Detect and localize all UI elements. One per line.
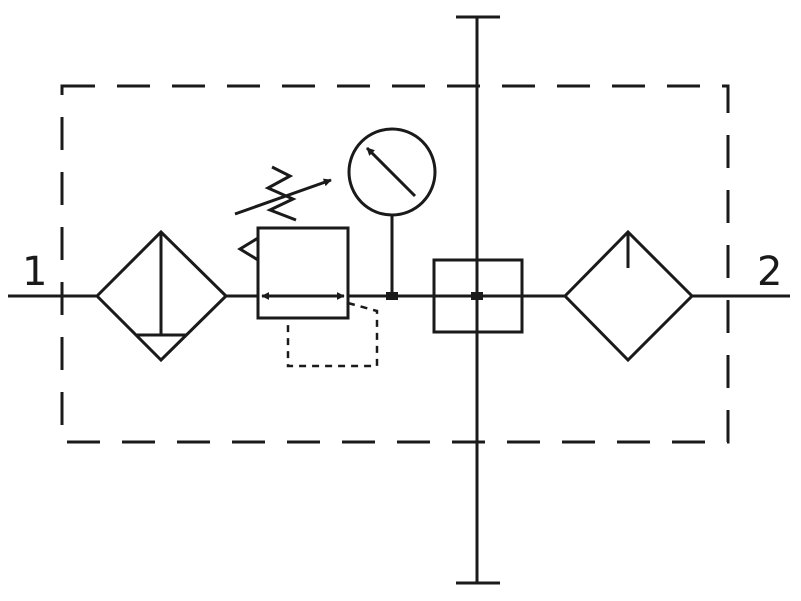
adjust-arrow-icon: [234, 178, 332, 216]
lubricator-symbol: [562, 229, 695, 363]
spring-icon: [264, 165, 297, 222]
junction-dot: [471, 292, 483, 300]
mounting-block-symbol: [432, 258, 524, 334]
filter-symbol: [94, 229, 229, 363]
inlet-port-label: 1: [22, 249, 47, 295]
gauge-needle-icon: [365, 146, 417, 198]
outlet-port-label: 2: [757, 249, 782, 295]
pressure-gauge-symbol: [347, 127, 437, 296]
unit-enclosure-dashed: [60, 84, 730, 444]
pressure-regulator-symbol: [234, 165, 379, 368]
junction-dot: [386, 292, 398, 300]
